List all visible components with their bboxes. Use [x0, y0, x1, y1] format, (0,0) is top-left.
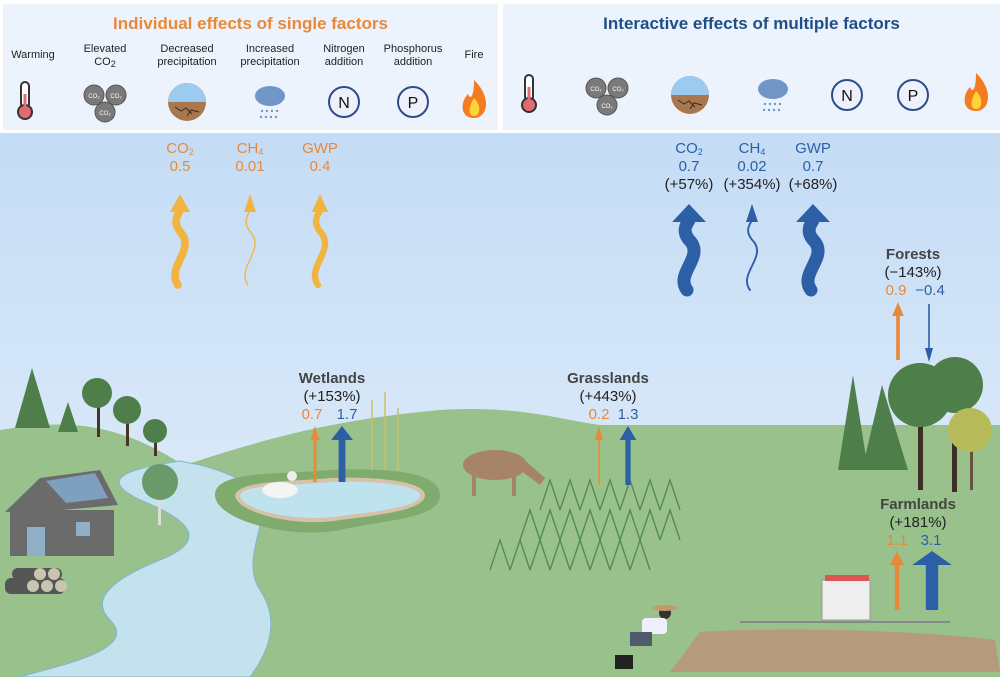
ecosystem-arrow-multiple-farmlands	[912, 551, 952, 610]
ecosystem-single-grasslands: 0.2	[588, 406, 610, 423]
individual-effects-title: Individual effects of single factors	[113, 14, 388, 33]
ecosystem-name-forests: Forests	[885, 246, 941, 263]
single-rain-cloud-icon	[255, 86, 285, 119]
factor-label-fire: Fire	[464, 49, 484, 61]
ecosystem-multiple-forests: −0.4	[915, 282, 945, 299]
ecosystem-arrow-single-farmlands	[889, 551, 905, 610]
flux-change-gwp-multiple: (+68%)	[788, 176, 838, 193]
logs-icon	[5, 568, 67, 594]
ecosystem-single-wetlands: 0.7	[301, 406, 323, 423]
svg-text:N: N	[841, 88, 853, 105]
flux-label-ch4-multiple: CH4	[738, 140, 766, 157]
single-nitrogen-icon: N	[328, 86, 360, 118]
svg-text:P: P	[908, 88, 919, 105]
flux-value-ch4-multiple: 0.02	[737, 158, 767, 175]
multiple-co2-molecules-icon: CO₂ CO₂ CO₂	[585, 77, 629, 116]
single-drought-icon	[168, 83, 206, 121]
multiple-drought-icon	[671, 76, 709, 114]
flux-label-gwp-multiple: GWP	[795, 140, 831, 157]
ecosystem-arrow-multiple-forests	[925, 304, 933, 362]
svg-text:CO₂: CO₂	[99, 111, 111, 117]
ecosystem-multiple-wetlands: 1.7	[336, 406, 358, 423]
ecosystem-single-forests: 0.9	[885, 282, 907, 299]
svg-text:N: N	[338, 95, 350, 112]
wetland-pond	[215, 392, 440, 533]
ecosystem-name-grasslands: Grasslands	[567, 370, 649, 387]
flux-label-co2-multiple: CO2	[675, 140, 703, 157]
multiple-nitrogen-icon: N	[831, 79, 863, 111]
svg-text:CO₂: CO₂	[601, 104, 613, 110]
ecosystem-arrow-multiple-wetlands	[331, 426, 353, 482]
svg-text:CO₂: CO₂	[612, 87, 624, 93]
svg-text:CO₂: CO₂	[88, 94, 100, 100]
ecosystem-arrow-single-grasslands	[595, 426, 603, 485]
svg-text:CO₂: CO₂	[590, 87, 602, 93]
farmer-icon	[615, 605, 677, 669]
ecosystem-name-wetlands: Wetlands	[298, 370, 366, 387]
ecosystem-change-forests: (−143%)	[884, 264, 942, 281]
single-fire-icon	[462, 80, 487, 118]
flux-value-co2-single: 0.5	[169, 158, 191, 175]
flux-label-ch4-single: CH4	[236, 140, 264, 157]
factor-label-warming: Warming	[11, 49, 55, 61]
ecosystem-arrow-single-wetlands	[310, 426, 320, 482]
forest-trees	[838, 357, 992, 492]
ecosystem-arrow-multiple-grasslands	[619, 426, 637, 485]
multiple-phosphorus-icon: P	[897, 79, 929, 111]
flux-arrow-multiple-2	[796, 204, 830, 297]
farmland-field	[670, 575, 1000, 672]
ecosystem-change-grasslands: (+443%)	[579, 388, 637, 405]
ecosystem-multiple-grasslands: 1.3	[617, 406, 639, 423]
ecosystem-multiple-farmlands: 3.1	[920, 532, 942, 549]
house-icon	[5, 470, 118, 556]
interactive-effects-panel: Interactive effects of multiple factors	[503, 4, 1000, 130]
flux-arrow-multiple-1	[746, 204, 758, 291]
ecosystem-change-farmlands: (+181%)	[889, 514, 947, 531]
single-thermometer-icon	[17, 81, 33, 120]
interactive-effects-title: Interactive effects of multiple factors	[603, 14, 900, 33]
flux-change-ch4-multiple: (+354%)	[723, 176, 781, 193]
flux-value-co2-multiple: 0.7	[678, 158, 700, 175]
flux-arrow-single-1	[244, 194, 256, 286]
flux-value-ch4-single: 0.01	[235, 158, 265, 175]
ecosystem-name-farmlands: Farmlands	[880, 496, 956, 513]
cow-icon	[463, 450, 545, 496]
single-phosphorus-icon: P	[397, 86, 429, 118]
factor-icons: CO₂ CO₂ CO₂ CO₂ CO₂ CO₂ N N P P	[17, 73, 989, 123]
left-trees	[15, 368, 178, 525]
flux-value-gwp-multiple: 0.7	[802, 158, 824, 175]
flux-change-co2-multiple: (+57%)	[664, 176, 714, 193]
svg-text:P: P	[408, 95, 419, 112]
flux-value-gwp-single: 0.4	[309, 158, 331, 175]
flux-arrow-single-0	[169, 194, 191, 289]
ecosystem-change-wetlands: (+153%)	[303, 388, 361, 405]
flux-arrow-single-2	[311, 194, 329, 289]
flux-arrow-multiple-0	[672, 204, 706, 297]
ecosystem-single-farmlands: 1.1	[886, 532, 908, 549]
flux-label-gwp-single: GWP	[302, 140, 338, 157]
single-co2-molecules-icon: CO₂ CO₂ CO₂	[83, 84, 127, 123]
flux-label-co2-single: CO2	[166, 140, 194, 157]
svg-text:CO₂: CO₂	[110, 94, 122, 100]
multiple-rain-cloud-icon	[758, 79, 788, 112]
multiple-thermometer-icon	[521, 74, 537, 113]
multiple-fire-icon	[964, 73, 989, 111]
ecosystem-arrow-single-forests	[892, 302, 904, 360]
